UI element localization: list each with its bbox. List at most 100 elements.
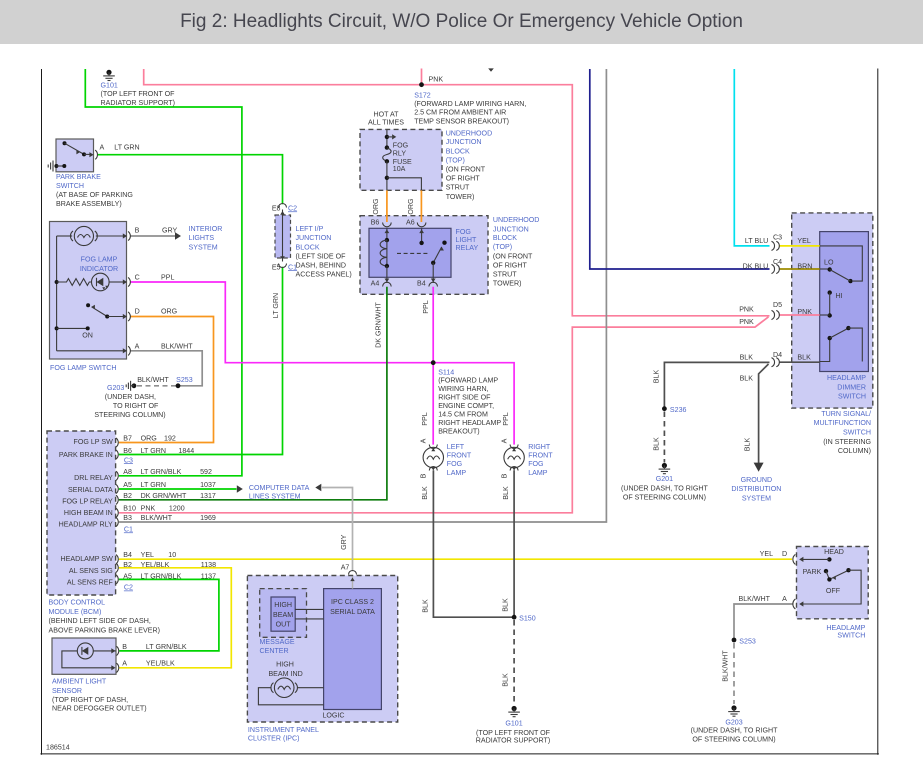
relay-contact-dot xyxy=(442,240,447,245)
right-fog-lamp-arrow-bottom xyxy=(512,467,517,471)
fog-lamp-indicator-label-2: INDICATOR xyxy=(80,265,118,273)
fog-switch-pin-b-arrow xyxy=(122,233,127,239)
fog-switch-pin-c-bracket xyxy=(127,276,131,288)
bcm-row-4-circuit: 1317 xyxy=(200,492,216,500)
left-lamp-ppl-label: PPL xyxy=(421,412,429,425)
s172-dot xyxy=(419,82,424,88)
relay-wire-a4-label: DK GRN/WHT xyxy=(375,301,383,347)
relay-b6-arrow xyxy=(384,229,390,234)
park-brake-name-2: SWITCH xyxy=(56,182,84,190)
dimmer-sub-1: TURN SIGNAL/ xyxy=(821,410,871,418)
fuse-block-loc-4: TOWER) xyxy=(446,193,475,201)
fog-switch-pin-d-label: D xyxy=(135,308,140,316)
dim-c3-label: C3 xyxy=(773,234,782,242)
fog-switch-pin-a-bracket xyxy=(127,345,131,356)
wire-dkblu-to-c4 xyxy=(588,69,770,270)
bcm-pin-name-4: FOG LP RELAY xyxy=(62,498,113,506)
jb-name-3: BLOCK xyxy=(296,243,320,251)
left-fog-lamp-name-4: LAMP xyxy=(447,469,467,477)
wire-dkgrnwht-relay-a4-to-bcm-b2 xyxy=(118,286,388,501)
fuse-block-name-4: (TOP) xyxy=(446,156,465,164)
jb-e5-label: E5 xyxy=(272,263,281,271)
fog-switch-off-contact-dot xyxy=(86,303,91,308)
bcm-row-0-color: ORG xyxy=(141,435,157,443)
jb-c1-label: C1 xyxy=(288,263,297,271)
cdl-label-2: LINES SYSTEM xyxy=(249,492,301,500)
g203b-loc-2: OF STEERING COLUMN) xyxy=(692,736,775,744)
s150-label: S150 xyxy=(519,615,536,623)
dim-hi-label: HI xyxy=(836,292,843,300)
bcm-pin-name-0: FOG LP SW xyxy=(74,438,114,446)
dimmer-lo-arm xyxy=(829,269,851,282)
s114-loc-6: RIGHT HEADLAMP xyxy=(438,419,501,427)
park-brake-name-1: PARK BRAKE xyxy=(56,173,101,181)
ipc-a7-bump xyxy=(347,569,358,575)
right-lamp-blk-label-1: BLK xyxy=(502,486,510,500)
ipc-hbi-label-2: BEAM IND xyxy=(268,670,302,678)
s114-loc-4: ENGINE COMPT, xyxy=(438,402,494,410)
ipc-name-1: INSTRUMENT PANEL xyxy=(248,726,319,734)
fog-switch-led-arrow1 xyxy=(102,287,106,290)
hls-pin-a-arrow xyxy=(799,601,804,607)
left-fog-lamp-name-3: FOG xyxy=(447,460,462,468)
left-fog-lamp-arrow-top xyxy=(431,448,436,452)
s253a-dot xyxy=(175,383,181,389)
dim-yel-label: YEL xyxy=(797,237,810,245)
als-name-2: SENSOR xyxy=(52,687,82,695)
cdl-label-1: COMPUTER DATA xyxy=(249,484,310,492)
high-beam-out-box xyxy=(270,596,296,632)
wire-blkwht-headlamp-switch-a-to-s253 xyxy=(733,603,793,640)
g201-label: G201 xyxy=(656,475,673,483)
ipc-a7-label: A7 xyxy=(341,564,350,572)
bcm-pin-name-7: HEADLAMP SW xyxy=(61,555,114,563)
dimmer-conn-d4-arc1 xyxy=(771,357,776,368)
hot-at-label-2: ALL TIMES xyxy=(368,119,404,127)
als-pin-a-arrow xyxy=(111,665,116,671)
g101-top-label: G101 xyxy=(101,81,118,89)
ipc-class2-label-1: IPC CLASS 2 xyxy=(331,598,374,606)
dim-blk-right-label: BLK xyxy=(797,354,811,362)
park-brake-loc-2: BRAKE ASSEMBLY) xyxy=(56,200,122,208)
s114-loc-3: RIGHT SIDE OF xyxy=(438,394,491,402)
wire-blkwht-fogswitch-a-to-s253 xyxy=(130,349,204,387)
left-fog-lamp-bump-bottom xyxy=(428,465,438,471)
left-fog-lamp-arrow-bottom xyxy=(431,467,436,471)
park-brake-arm-arrow xyxy=(76,149,80,155)
g101-top-loc-2: RADIATOR SUPPORT) xyxy=(101,99,176,107)
fog-switch-led-triangle xyxy=(96,277,104,287)
als-pin-a-label: A xyxy=(122,660,127,668)
interior-lights-label-2: LIGHTS xyxy=(189,234,215,242)
ipc-mc-label-1: MESSAGE xyxy=(260,638,295,646)
g203a-loc-1: (UNDER DASH, xyxy=(105,393,156,401)
bcm-c1-label: C1 xyxy=(124,525,133,533)
fog-switch-pin-a-label: A xyxy=(135,343,140,351)
g201-loc-1: (UNDER DASH, TO RIGHT xyxy=(621,484,709,492)
relay-block-name-4: (TOP) xyxy=(493,243,512,251)
gry-wire-label: GRY xyxy=(340,534,348,550)
bcm-c3-label: C3 xyxy=(124,456,133,464)
bcm-row-9-id: A5 xyxy=(123,573,132,581)
ipc-hbi-label-1: HIGH xyxy=(276,660,294,668)
hls-head-label: HEAD xyxy=(824,548,844,556)
s236-dot xyxy=(662,406,667,412)
hls-pin-a-bracket xyxy=(792,598,796,610)
g203a-label: G203 xyxy=(107,384,124,392)
pnk-top-label: PNK xyxy=(429,75,444,83)
junction-block-bump-e5 xyxy=(277,263,288,269)
s253a-label: S253 xyxy=(176,376,193,384)
bcm-row-9-color: LT GRN/BLK xyxy=(141,573,182,581)
right-lamp-pin-b-label: B xyxy=(500,473,508,478)
wire-pnk-s172-to-d5 xyxy=(142,69,770,317)
bcm-row-7-id: B4 xyxy=(123,551,132,559)
dim-c4-label: C4 xyxy=(773,258,782,266)
bcm-row-6-color: BLK/WHT xyxy=(141,514,173,522)
relay-a6-arrow xyxy=(419,229,424,234)
hls-blkwht-label: BLK/WHT xyxy=(738,595,770,603)
hls-pin-a-label: A xyxy=(782,595,787,603)
als-loc-1: (TOP RIGHT OF DASH, xyxy=(52,696,128,704)
relay-block-name-2: JUNCTION xyxy=(493,225,529,233)
park-brake-switch-box xyxy=(55,138,95,173)
park-brake-pin-a-label: A xyxy=(100,144,105,152)
bcm-row-0-id: B7 xyxy=(123,435,132,443)
ipc-a7-arrow xyxy=(350,577,355,582)
